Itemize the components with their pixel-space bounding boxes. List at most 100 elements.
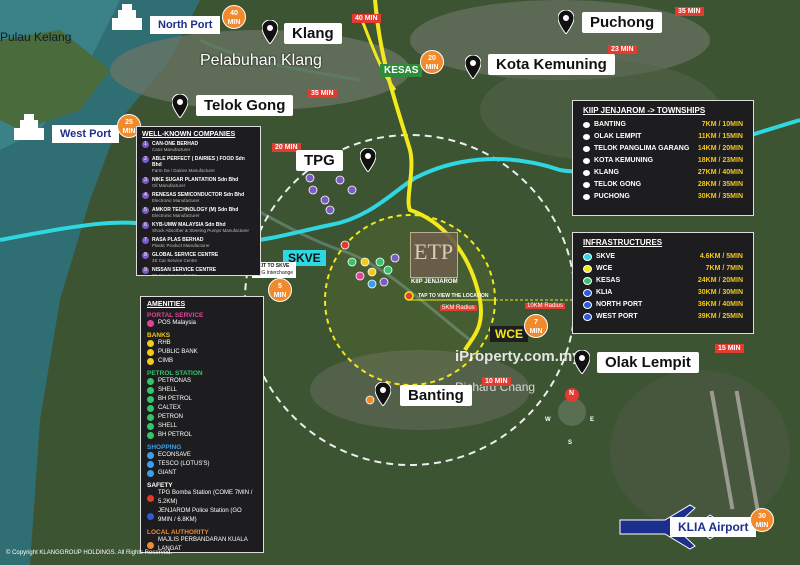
amenity-item: CIMB bbox=[147, 357, 257, 366]
company-number-badge: 7 bbox=[142, 237, 149, 244]
amenity-dot-icon bbox=[147, 461, 154, 468]
amenity-section-title: SAFETY bbox=[147, 482, 173, 489]
amenity-dot-icon bbox=[147, 405, 154, 412]
amenity-label: CIMB bbox=[158, 358, 173, 364]
companies-title: WELL-KNOWN COMPANIES bbox=[142, 131, 236, 138]
exit-to-skve-text: EXIT TO SKVE bbox=[255, 263, 290, 269]
amenity-dot-icon bbox=[147, 512, 154, 520]
infrastructure-dot-icon bbox=[583, 265, 592, 273]
amenity-label: TPG Bomba Station (COME 7MIN / 5.2KM) bbox=[158, 490, 253, 505]
company-desc: 3S Car Service Centre bbox=[152, 273, 198, 276]
company-name: RASA PLAS BERHAD bbox=[152, 237, 204, 243]
radius-10km-label: 10KM Radius bbox=[525, 303, 566, 309]
tpg-interchange-text: TPG Interchange bbox=[255, 270, 294, 276]
amenity-label: BH PETROL bbox=[158, 432, 193, 438]
etp-name: KIIP JENJAROM bbox=[411, 279, 458, 285]
klang-label: Klang bbox=[284, 23, 342, 44]
tpg-min-badge: 20 MIN bbox=[272, 143, 301, 152]
etp-logo-box[interactable]: ETP bbox=[410, 232, 458, 278]
kota-kemuning-label: Kota Kemuning bbox=[488, 54, 615, 75]
west-port-label: West Port bbox=[52, 125, 120, 143]
radius-5km-label: 5KM Radius bbox=[440, 305, 477, 311]
company-desc: Electronic Manufacturer bbox=[152, 198, 200, 203]
klang-min-badge: 40 MIN bbox=[352, 14, 381, 23]
amenity-label: PETRONAS bbox=[158, 378, 192, 384]
amenity-dot-icon bbox=[147, 387, 154, 394]
amenity-dot-icon bbox=[147, 349, 154, 356]
infrastructure-dot-icon bbox=[583, 277, 592, 285]
amenity-dot-icon bbox=[147, 320, 154, 327]
infrastructure-value: 30KM / 30MIN bbox=[697, 289, 743, 296]
amenity-item: MAJLIS PERBANDARAN KUALA LANGAT bbox=[147, 536, 257, 552]
amenity-label: MAJLIS PERBANDARAN KUALA LANGAT bbox=[158, 537, 248, 552]
infrastructure-name: KLIA bbox=[596, 289, 613, 296]
company-name: KYB-UMW MALAYSIA Sdn Bhd bbox=[152, 222, 226, 228]
amenity-item: PUBLIC BANK bbox=[147, 348, 257, 357]
amenity-label: CALTEX bbox=[158, 405, 181, 411]
amenity-dot-icon bbox=[147, 432, 154, 439]
olak-lempit-pin-icon bbox=[574, 350, 590, 374]
wce-label: WCE bbox=[490, 326, 528, 342]
amenity-section-title: SHOPPING bbox=[147, 444, 182, 451]
infrastructure-value: 36KM / 40MIN bbox=[697, 301, 743, 308]
amenity-dot-icon bbox=[147, 378, 154, 385]
company-desc: Farm Da / Dairies Manufacturer bbox=[152, 168, 216, 173]
etp-logo-text: ETP bbox=[414, 239, 454, 264]
infrastructure-value: 39KM / 25MIN bbox=[697, 313, 743, 320]
company-name: CAN-ONE BERHAD bbox=[152, 141, 199, 147]
company-desc: 3S Car Service Centre bbox=[152, 258, 198, 263]
township-name: OLAK LEMPIT bbox=[594, 133, 642, 140]
company-desc: Shock Absorber & Steering Pumps Manufact… bbox=[152, 228, 250, 233]
amenity-label: BH PETROL bbox=[158, 396, 193, 402]
company-number-badge: 9 bbox=[142, 267, 149, 274]
puchong-pin-icon bbox=[558, 10, 574, 34]
infrastructure-dot-icon bbox=[583, 313, 592, 321]
infrastructure-name: WEST PORT bbox=[596, 313, 638, 320]
amenity-dot-icon bbox=[147, 358, 154, 365]
kota-kemuning-pin-icon bbox=[465, 55, 481, 79]
infrastructure-row: WEST PORT 39KM / 25MIN bbox=[583, 311, 743, 323]
amenity-item: POS Malaysia bbox=[147, 319, 257, 328]
amenity-item: TESCO (LOTUS'S) bbox=[147, 460, 257, 469]
company-name: RENESAS SEMICONDUCTOR Sdn Bhd bbox=[152, 192, 245, 198]
bullet-icon bbox=[583, 146, 590, 152]
iproperty-watermark: iProperty.com.my bbox=[455, 348, 581, 365]
amenity-dot-icon bbox=[147, 494, 154, 502]
infrastructure-name: NORTH PORT bbox=[596, 301, 643, 308]
compass-n: N bbox=[569, 390, 575, 397]
company-number-badge: 3 bbox=[142, 177, 149, 184]
infrastructure-dot-icon bbox=[583, 253, 592, 261]
company-name: ABLE PERFECT ( DAIRIES ) FOOD Sdn Bhd bbox=[152, 156, 245, 168]
bullet-icon bbox=[583, 182, 590, 188]
infrastructure-dot-icon bbox=[583, 289, 592, 297]
amenity-label: SHELL bbox=[158, 387, 178, 393]
township-value: 7KM / 10MIN bbox=[701, 121, 743, 128]
compass-s: S bbox=[568, 440, 573, 446]
copyright-text: © Copyright KLANGGROUP HOLDINGS. All Rig… bbox=[6, 550, 173, 556]
pelabuhan-klang-label: Pelabuhan Klang bbox=[200, 52, 322, 69]
township-value: 18KM / 23MIN bbox=[697, 157, 743, 164]
company-number-badge: 5 bbox=[142, 207, 149, 214]
amenity-label: JENJAROM Police Station (GO 9MIN / 6.8KM… bbox=[158, 508, 242, 523]
amenity-label: POS Malaysia bbox=[158, 320, 197, 326]
tap-to-view-link[interactable]: TAP TO VIEW THE LOCATION bbox=[418, 293, 489, 299]
